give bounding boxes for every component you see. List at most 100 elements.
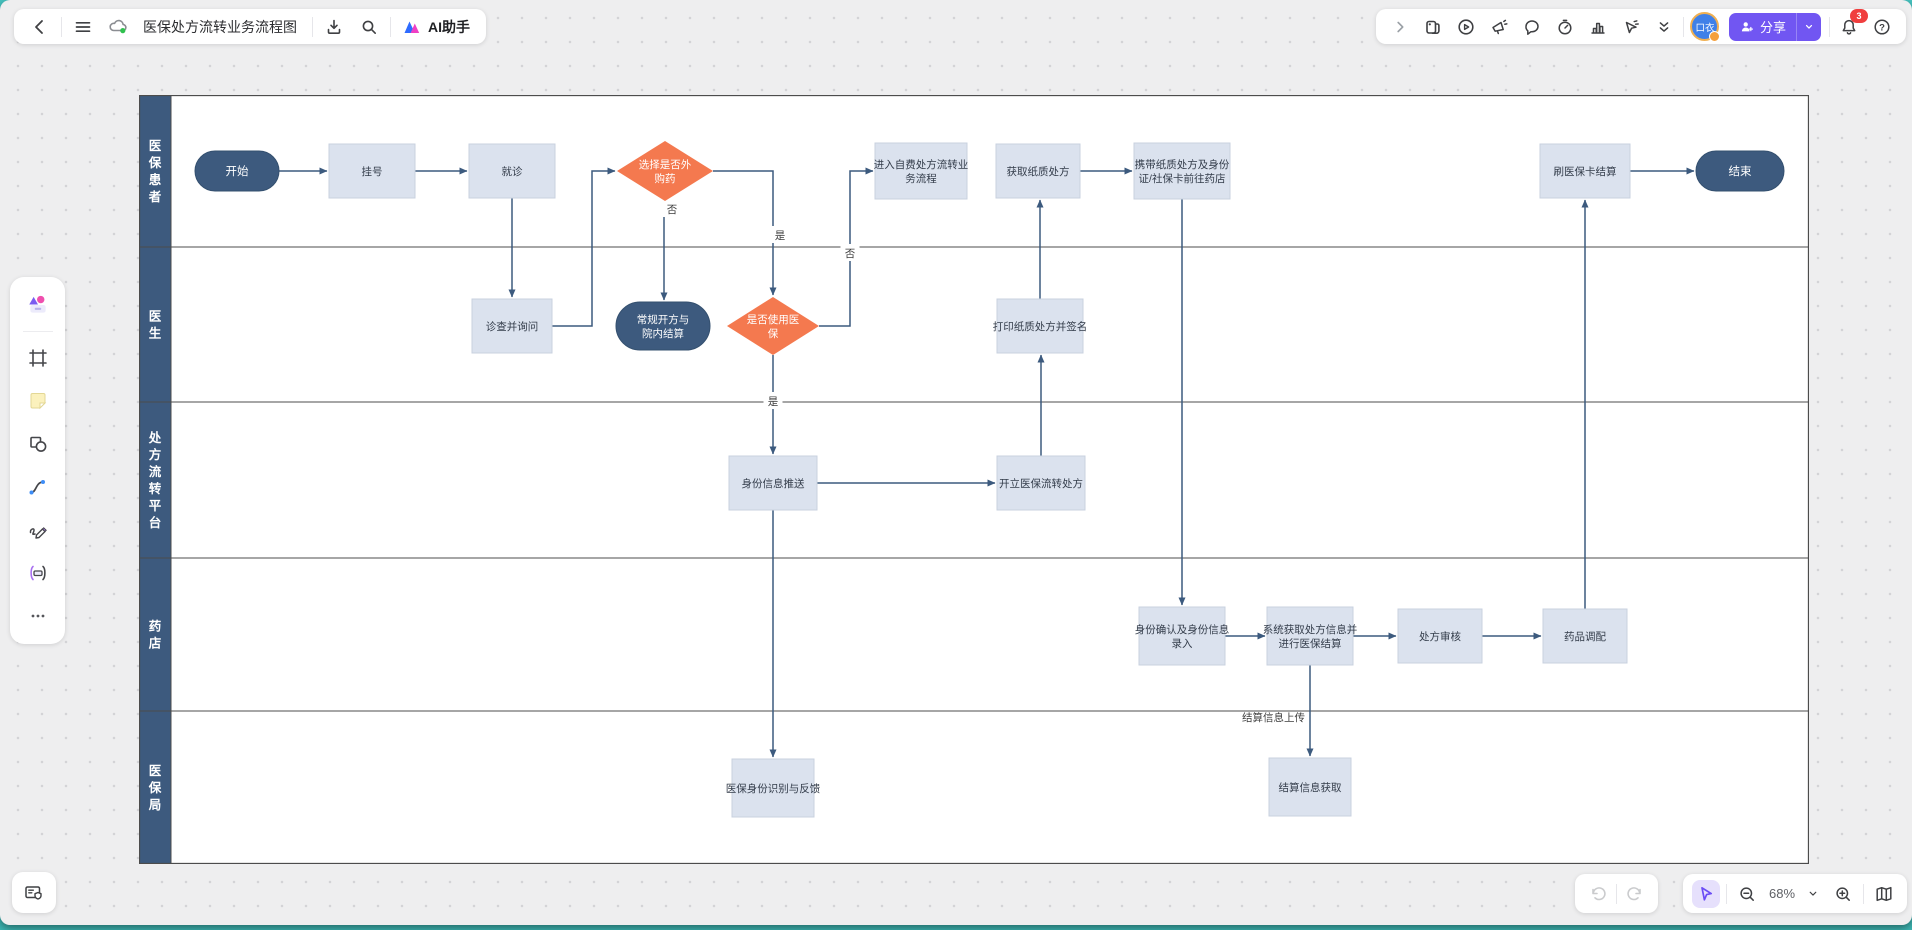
node-start[interactable]: 开始 [194, 150, 280, 192]
divider [1829, 16, 1830, 37]
node-decide-external[interactable]: 选择是否外购药 [617, 141, 713, 201]
node-identity-feedback[interactable]: 医保身份识别与反馈 [726, 758, 821, 818]
node-register[interactable]: 挂号 [328, 143, 416, 199]
comment-button[interactable] [1518, 13, 1546, 41]
shapes-tool-button[interactable] [19, 425, 57, 463]
minimap-button[interactable] [1870, 880, 1898, 908]
node-selfpay-flow[interactable]: 进入自费处方流转业务流程 [874, 142, 969, 200]
map-icon [1876, 886, 1892, 901]
download-button[interactable] [320, 13, 348, 41]
node-label: 就诊 [502, 165, 523, 178]
node-settle-info-get[interactable]: 结算信息获取 [1268, 757, 1352, 817]
node-dispense[interactable]: 药品调配 [1542, 608, 1628, 664]
connector-tool-button[interactable] [19, 468, 57, 506]
node-label: 获取纸质处方 [1007, 165, 1070, 178]
edge-label: 否 [840, 244, 860, 261]
node-label: 刷医保卡结算 [1554, 165, 1617, 178]
undo-button[interactable] [1584, 880, 1612, 908]
divider [1863, 883, 1864, 904]
node-label: 打印纸质处方并签名 [993, 320, 1088, 333]
node-label: 处方审核 [1419, 630, 1461, 643]
document-title[interactable]: 医保处方流转业务流程图 [143, 18, 297, 35]
legend-panel-button[interactable] [20, 879, 48, 907]
menu-icon [75, 21, 91, 32]
node-label: 挂号 [362, 165, 383, 178]
pen-tool-button[interactable] [19, 511, 57, 549]
view-toolbar: 68% [1683, 874, 1907, 913]
node-rx-review[interactable]: 处方审核 [1397, 608, 1483, 664]
node-issue-rx[interactable]: 开立医保流转处方 [996, 455, 1086, 511]
frame-icon [28, 349, 47, 367]
node-end[interactable]: 结束 [1695, 150, 1785, 192]
announce-button[interactable] [1485, 13, 1513, 41]
notification-badge: 3 [1850, 8, 1868, 23]
svg-text:是: 是 [775, 230, 786, 242]
history-toolbar [1575, 874, 1658, 913]
chevron-down-icon [1805, 24, 1813, 29]
node-swipe-card[interactable]: 刷医保卡结算 [1539, 143, 1631, 199]
node-label: 身份信息推送 [742, 477, 805, 490]
edge-label: 是 [763, 392, 783, 409]
frame-tool-button[interactable] [19, 339, 57, 377]
node-label: 开始 [226, 164, 249, 178]
mindmap-tool-button[interactable] [19, 554, 57, 592]
zoom-in-button[interactable] [1829, 880, 1857, 908]
diagram-canvas[interactable]: 医保患者医生处方流转平台药店医保局否是否是结算信息上传开始挂号就诊选择是否外购药… [138, 94, 1810, 865]
lane-医生: 医生 [139, 246, 1809, 341]
share-label: 分享 [1759, 20, 1786, 35]
flow-edge[interactable] [552, 167, 616, 327]
paste-style-button[interactable] [1419, 13, 1447, 41]
cursor-icon [1701, 886, 1713, 901]
back-button[interactable] [26, 13, 54, 41]
ai-assistant-label: AI助手 [428, 18, 470, 35]
ai-assistant-button[interactable]: AI助手 [398, 17, 474, 37]
chart-button[interactable] [1584, 13, 1612, 41]
search-icon [362, 20, 376, 34]
node-system-settle[interactable]: 系统获取处方信息并进行医保结算 [1263, 606, 1358, 666]
user-avatar[interactable]: 口衣 [1689, 12, 1721, 42]
node-inquiry[interactable]: 诊查并询问 [471, 298, 553, 354]
node-print-sign[interactable]: 打印纸质处方并签名 [993, 298, 1088, 354]
connector-icon [29, 480, 45, 495]
node-identity-push[interactable]: 身份信息推送 [728, 455, 818, 511]
node-get-paper[interactable]: 获取纸质处方 [995, 143, 1081, 199]
notifications-button[interactable]: 3 [1835, 8, 1868, 41]
sticky-note-button[interactable] [19, 382, 57, 420]
node-label: 医保身份识别与反馈 [726, 782, 821, 795]
flow-edge[interactable] [713, 170, 777, 296]
search-button[interactable] [355, 13, 383, 41]
node-visit[interactable]: 就诊 [468, 143, 556, 199]
menu-button[interactable] [69, 13, 97, 41]
share-dropdown-button[interactable] [1796, 12, 1821, 41]
collapse-more-button[interactable] [1650, 13, 1678, 41]
present-button[interactable] [1452, 13, 1480, 41]
zoom-in-icon [1836, 886, 1850, 901]
zoom-menu-button[interactable] [1803, 880, 1823, 908]
svg-text:是: 是 [768, 396, 779, 408]
chevron-down-icon [1809, 891, 1817, 896]
assets-library-button[interactable] [19, 286, 57, 324]
laser-pointer-button[interactable] [1617, 13, 1645, 41]
node-label: 结算信息获取 [1279, 781, 1342, 794]
legend-panel-icon [25, 885, 42, 900]
node-identity-entry[interactable]: 身份确认及身份信息录入 [1135, 606, 1230, 666]
zoom-level: 68% [1768, 886, 1796, 901]
node-label: 系统获取处方信息并进行医保结算 [1263, 623, 1358, 650]
timer-button[interactable] [1551, 13, 1579, 41]
node-carry-to-pharmacy[interactable]: 携带纸质处方及身份证/社保卡前往药店 [1133, 142, 1231, 200]
top-right-toolbar: 口衣 分享 3 ? [1375, 8, 1906, 44]
more-tools-button[interactable] [19, 597, 57, 635]
mindmap-icon [29, 565, 46, 581]
node-label: 药品调配 [1564, 631, 1606, 643]
help-button[interactable]: ? [1868, 13, 1896, 41]
svg-text:否: 否 [667, 204, 678, 216]
node-decide-insurance[interactable]: 是否使用医保 [727, 297, 819, 355]
node-regular-rx[interactable]: 常规开方与院内结算 [615, 301, 711, 351]
more-dots-icon [31, 614, 44, 618]
zoom-out-button[interactable] [1733, 880, 1761, 908]
collapse-toolbar-button[interactable] [1386, 13, 1414, 41]
redo-button[interactable] [1621, 880, 1649, 908]
share-button[interactable]: 分享 [1729, 13, 1796, 41]
select-tool-button[interactable] [1692, 879, 1720, 908]
